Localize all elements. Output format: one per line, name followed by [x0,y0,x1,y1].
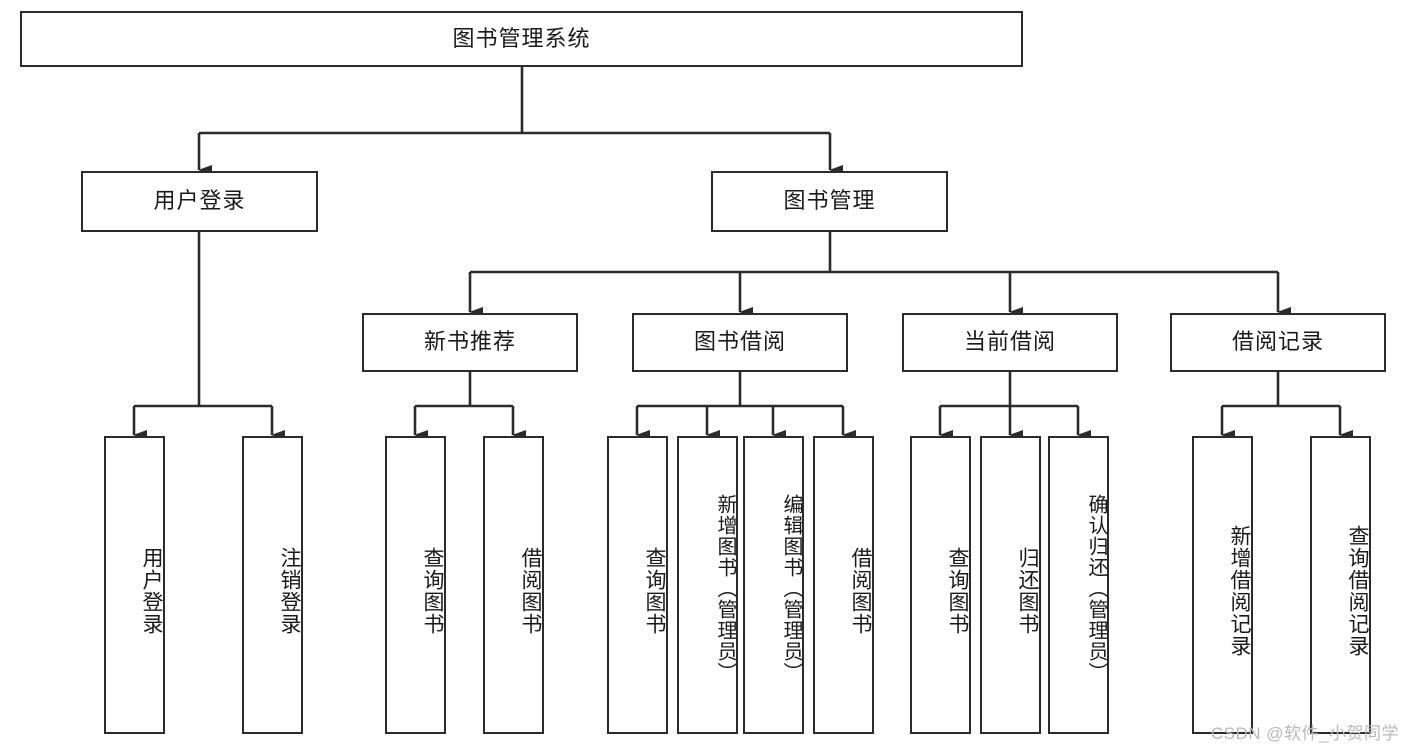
leaf-borrow-book-recommend[interactable]: 借阅图书 [483,436,544,734]
node-root[interactable]: 图书管理系统 [20,11,1023,67]
leaf-edit-book-admin[interactable]: 编辑图书（管理员） [743,436,804,734]
leaf-query-book-recommend[interactable]: 查询图书 [385,436,446,734]
leaf-logout[interactable]: 注销登录 [242,436,303,734]
leaf-query-borrow-record[interactable]: 查询借阅记录 [1310,436,1371,734]
node-user-login[interactable]: 用户登录 [81,171,318,232]
leaf-borrow-book[interactable]: 借阅图书 [813,436,874,734]
leaf-add-book-admin[interactable]: 新增图书（管理员） [677,436,738,734]
node-new-book-recommend[interactable]: 新书推荐 [362,313,578,372]
node-current-borrow[interactable]: 当前借阅 [902,313,1118,372]
watermark-text: CSDN @软件_小贺同学 [1210,724,1399,743]
node-borrow-record[interactable]: 借阅记录 [1170,313,1386,372]
node-book-manage[interactable]: 图书管理 [711,171,948,232]
leaf-add-borrow-record[interactable]: 新增借阅记录 [1192,436,1253,734]
leaf-confirm-return-admin[interactable]: 确认归还（管理员） [1048,436,1109,734]
node-book-borrow[interactable]: 图书借阅 [632,313,848,372]
leaf-user-login[interactable]: 用户登录 [104,436,165,734]
leaf-return-book[interactable]: 归还图书 [980,436,1041,734]
leaf-query-book-current[interactable]: 查询图书 [910,436,971,734]
leaf-query-book-borrow[interactable]: 查询图书 [607,436,668,734]
